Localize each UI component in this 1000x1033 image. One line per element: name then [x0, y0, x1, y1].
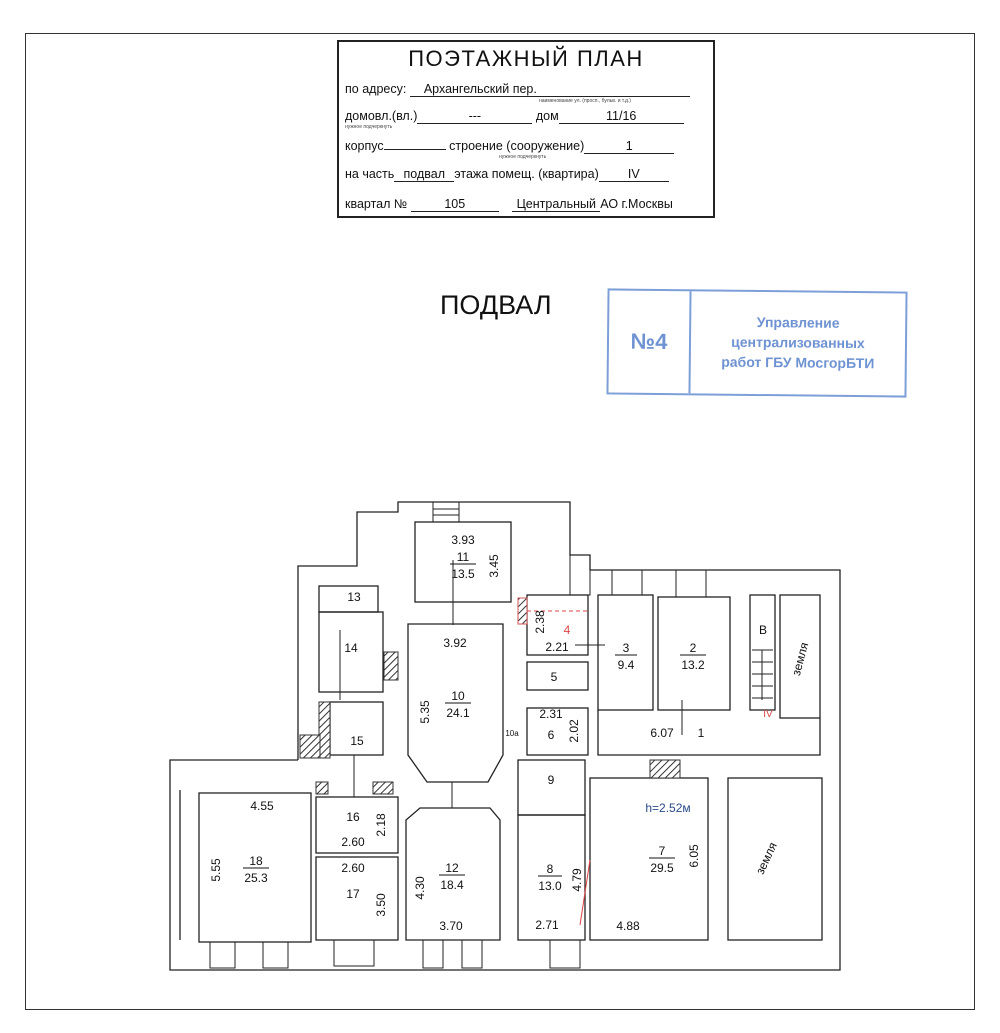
room-17-width: 2.60 [341, 861, 365, 875]
room-4-number: 4 [564, 623, 571, 637]
room-13-number: 13 [347, 590, 361, 604]
room-14-number: 14 [344, 641, 358, 655]
room-12-number: 12 [445, 861, 459, 875]
room-6-length: 2.02 [567, 719, 581, 743]
corridor-1 [597, 710, 821, 756]
korpus-label: корпус [345, 139, 384, 153]
room-18-number: 18 [249, 854, 263, 868]
floor-label: этажа помещ. (квартира) [454, 167, 599, 181]
address-label: по адресу: [345, 82, 407, 96]
room-12 [405, 807, 501, 941]
room-8-length: 4.79 [570, 868, 584, 892]
room-7-ceiling-height: h=2.52м [645, 801, 690, 815]
room-16-width: 2.60 [341, 835, 365, 849]
address-value: Архангельский пер. [409, 83, 690, 97]
title-block: ПОЭТАЖНЫЙ ПЛАН по адресу: Архангельский … [337, 40, 715, 218]
room-6-width: 2.31 [539, 707, 563, 721]
stroenie-value: 1 [584, 140, 675, 154]
room-6-number: 6 [548, 728, 555, 742]
room-2-number: 2 [690, 641, 697, 655]
room-12-width: 3.70 [439, 919, 463, 933]
room-8-number: 8 [547, 862, 554, 876]
red-mark: IV [763, 709, 773, 720]
room-11 [414, 521, 512, 603]
stairs [209, 501, 773, 969]
room-7-area: 29.5 [650, 861, 674, 875]
room-11-length: 3.45 [487, 554, 501, 578]
kvartal-label: квартал № [345, 197, 408, 211]
room-12-area: 18.4 [440, 878, 464, 892]
domovl-value: --- [417, 110, 533, 124]
room-3-number: 3 [623, 641, 630, 655]
drawing-sheet-border [25, 33, 975, 1010]
room-10-area: 24.1 [446, 706, 470, 720]
room-11-number: 11 [457, 550, 470, 564]
ground-label-lower: земля [753, 840, 780, 877]
hatched-walls [299, 597, 681, 795]
room-8-width: 2.71 [535, 918, 559, 932]
room-10-length: 5.35 [418, 700, 432, 724]
room-18 [198, 792, 312, 943]
room-17-number: 17 [346, 887, 360, 901]
part-value: подвал [394, 168, 455, 182]
ground-area-lower [727, 777, 823, 941]
ground-label-upper: земля [789, 641, 811, 677]
address-hint: наименование ул. (просп., бульв. и т.д.) [539, 98, 631, 104]
room-2-area: 13.2 [681, 658, 705, 672]
room-7-number: 7 [659, 844, 666, 858]
room-6 [526, 707, 589, 756]
room-4 [526, 594, 589, 656]
room-18-width: 4.55 [250, 799, 274, 813]
korpus-row: корпус строение (сооружение)1 [345, 139, 707, 154]
room-3-area: 9.4 [618, 658, 635, 672]
room-11-area: 13.5 [451, 567, 475, 581]
room-7-length: 6.05 [687, 844, 701, 868]
room-7-width: 4.88 [616, 919, 640, 933]
room-8-area: 13.0 [538, 879, 562, 893]
domovl-hint: нужное подчеркнуть [345, 124, 393, 130]
room-9 [517, 759, 586, 816]
room-4-width: 2.21 [545, 640, 569, 654]
room-1-number: 1 [698, 726, 705, 740]
room-12-length: 4.30 [413, 876, 427, 900]
stroenie-hint: нужное подчеркнуть [499, 154, 547, 160]
address-row: по адресу: Архангельский пер. [345, 82, 707, 97]
room-9-number: 9 [548, 773, 555, 787]
room-10-width: 3.92 [443, 636, 467, 650]
room-17-length: 3.50 [374, 893, 388, 917]
plan-title: ПОЭТАЖНЫЙ ПЛАН [408, 46, 644, 71]
room-5-number: 5 [551, 670, 558, 684]
room-18-length: 5.55 [209, 858, 223, 882]
ao-label: АО г.Москвы [600, 197, 673, 211]
domovl-label: домовл.(вл.) [345, 109, 418, 123]
room-15-number: 15 [350, 734, 364, 748]
room-10 [407, 623, 504, 783]
stroenie-label: строение (сооружение) [449, 139, 585, 153]
ground-area-upper [779, 594, 821, 719]
dom-value: 11/16 [558, 110, 684, 124]
room-7 [589, 777, 709, 941]
room-14 [318, 611, 384, 693]
room-16-number: 16 [346, 810, 360, 824]
room-1-dimension: 6.07 [650, 726, 674, 740]
room-18-area: 25.3 [244, 871, 268, 885]
room-4-length: 2.38 [533, 610, 547, 634]
kvartal-value: 105 [410, 198, 499, 212]
stair-label: В [759, 623, 767, 637]
floor-name: ПОДВАЛ [440, 290, 552, 320]
floor-value: IV [598, 168, 669, 182]
ao-value: Центральный [512, 198, 601, 212]
room-10a-number: 10а [505, 729, 519, 738]
part-label: на часть [345, 167, 395, 181]
stair-room [749, 594, 776, 711]
room-5 [526, 661, 589, 691]
room-10-number: 10 [451, 689, 465, 703]
room-16 [315, 796, 399, 854]
room-11-width: 3.93 [451, 533, 475, 547]
room-16-length: 2.18 [374, 813, 388, 837]
dom-label: дом [535, 109, 559, 123]
